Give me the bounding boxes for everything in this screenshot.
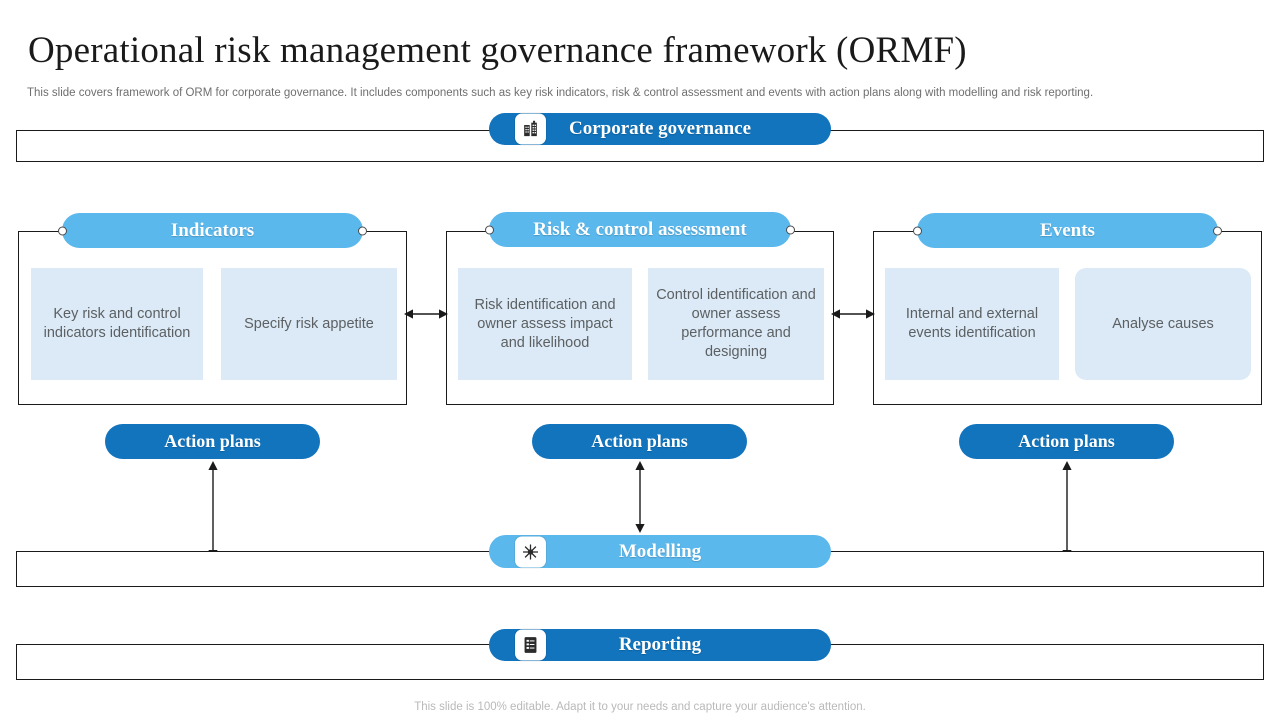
connector-dot-right xyxy=(1213,226,1222,235)
reporting-banner[interactable]: Reporting xyxy=(489,629,831,661)
connector-dot-left xyxy=(913,226,922,235)
connector-dot-left xyxy=(58,226,67,235)
connector-dot-left xyxy=(485,225,494,234)
risk-control-card-1: Risk identification and owner assess imp… xyxy=(458,268,632,380)
action-plans-label: Action plans xyxy=(591,431,688,451)
indicators-card-1: Key risk and control indicators identifi… xyxy=(31,268,203,380)
modelling-banner[interactable]: Modelling xyxy=(489,535,831,568)
action-plans-indicators[interactable]: Action plans xyxy=(105,424,320,459)
indicators-card-2: Specify risk appetite xyxy=(221,268,397,380)
connector-dot-right xyxy=(358,226,367,235)
report-document-icon xyxy=(515,629,546,661)
indicators-header[interactable]: Indicators xyxy=(58,213,367,248)
risk-control-header[interactable]: Risk & control assessment xyxy=(485,212,795,247)
arrow-action-events-to-modelling xyxy=(1059,461,1075,559)
building-icon xyxy=(515,113,546,145)
events-label: Events xyxy=(1040,219,1095,241)
page-subtitle: This slide covers framework of ORM for c… xyxy=(27,87,1094,99)
connector-dot-right xyxy=(786,225,795,234)
risk-control-card-2: Control identification and owner assess … xyxy=(648,268,824,380)
card-text: Internal and external events identificat… xyxy=(905,306,1039,341)
hub-network-icon xyxy=(515,536,546,567)
card-text: Key risk and control indicators identifi… xyxy=(43,306,191,341)
events-card-2: Analyse causes xyxy=(1075,268,1251,380)
slide-footer-note: This slide is 100% editable. Adapt it to… xyxy=(414,701,866,713)
action-plans-label: Action plans xyxy=(1018,431,1115,451)
arrow-indicators-to-risk xyxy=(404,306,448,322)
arrow-risk-to-events xyxy=(831,306,875,322)
action-plans-events[interactable]: Action plans xyxy=(959,424,1174,459)
reporting-label: Reporting xyxy=(618,634,702,655)
card-text: Risk identification and owner assess imp… xyxy=(474,296,616,351)
corporate-governance-label: Corporate governance xyxy=(568,118,752,139)
modelling-label: Modelling xyxy=(618,540,702,562)
action-plans-risk-control[interactable]: Action plans xyxy=(532,424,747,459)
corporate-governance-banner[interactable]: Corporate governance xyxy=(489,113,831,145)
card-text: Analyse causes xyxy=(1112,315,1214,332)
arrow-action-risk-to-modelling xyxy=(632,461,648,533)
card-text: Control identification and owner assess … xyxy=(656,287,816,360)
risk-control-label: Risk & control assessment xyxy=(533,218,747,240)
card-text: Specify risk appetite xyxy=(244,315,374,332)
page-title: Operational risk management governance f… xyxy=(28,30,967,71)
action-plans-label: Action plans xyxy=(164,431,261,451)
events-header[interactable]: Events xyxy=(913,213,1222,248)
arrow-action-indicators-to-modelling xyxy=(205,461,221,559)
events-card-1: Internal and external events identificat… xyxy=(885,268,1059,380)
indicators-label: Indicators xyxy=(170,219,255,241)
